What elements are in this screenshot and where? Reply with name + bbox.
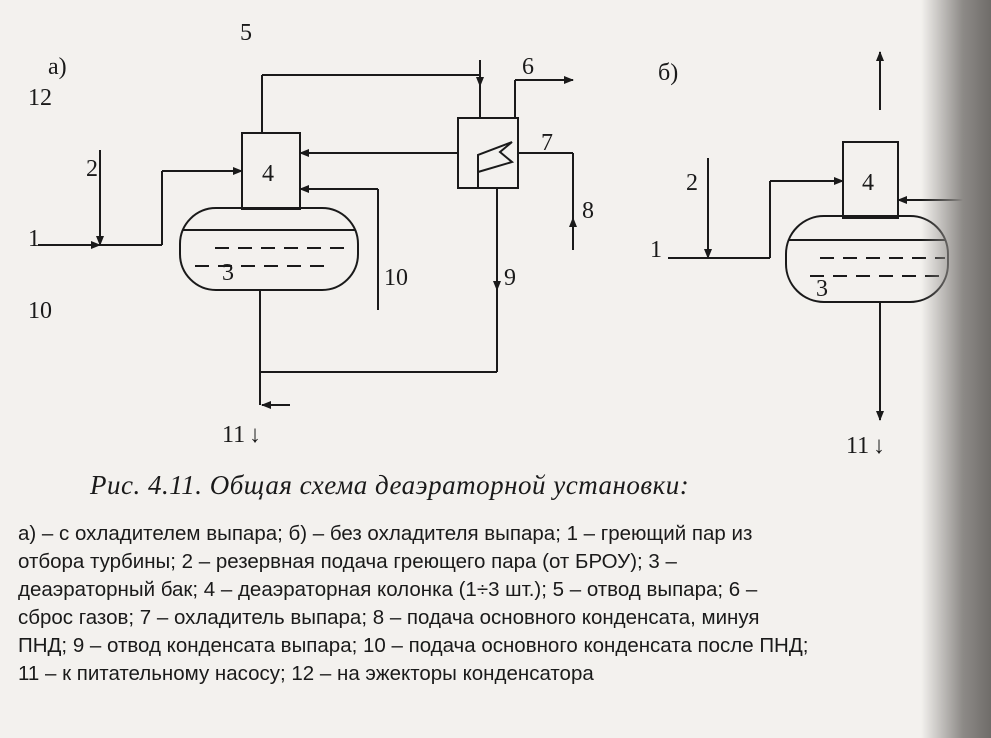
label-a-10-left: 10: [28, 298, 52, 324]
label-a-7: 7: [541, 130, 553, 156]
label-b-4: 4: [862, 170, 874, 196]
label-a-2: 2: [86, 156, 98, 182]
panel-a-label: а): [48, 54, 67, 80]
legend-line: 11 – к питательному насосу; 12 – на эжек…: [18, 662, 594, 685]
label-a-6: 6: [522, 54, 534, 80]
label-b-2: 2: [686, 170, 698, 196]
label-a-3: 3: [222, 260, 234, 286]
legend-line: деаэраторный бак; 4 – деаэраторная колон…: [18, 578, 758, 601]
label-b-11: 11: [846, 433, 869, 459]
legend-line: отбора турбины; 2 – резервная подача гре…: [18, 550, 677, 573]
down-arrow-icon: ↓: [249, 422, 261, 448]
label-a-12: 12: [28, 85, 52, 111]
label-b-3: 3: [816, 276, 828, 302]
panel-b-label: б): [658, 60, 678, 86]
figure-legend: а) – с охладителем выпара; б) – без охла…: [18, 520, 940, 688]
label-a-11: 11: [222, 422, 245, 448]
down-arrow-icon: ↓: [873, 433, 885, 459]
legend-line: сброс газов; 7 – охладитель выпара; 8 – …: [18, 606, 760, 629]
label-a-1: 1: [28, 226, 40, 252]
page-edge-shadow: [921, 0, 991, 738]
cooler-7-a: [457, 117, 519, 189]
deaerator-diagram: а) 12 5 6 2 4 7 8 1 3 10 9 10 11 ↓ б) 2 …: [28, 20, 966, 459]
label-a-4: 4: [262, 161, 274, 187]
legend-line: ПНД; 9 – отвод конденсата выпара; 10 – п…: [18, 634, 809, 657]
label-a-9: 9: [504, 265, 516, 291]
label-b-1: 1: [650, 237, 662, 263]
figure-caption: Рис. 4.11. Общая схема деаэраторной уста…: [90, 470, 690, 500]
legend-line: а) – с охладителем выпара; б) – без охла…: [18, 522, 753, 545]
label-a-5: 5: [240, 20, 252, 46]
label-a-10: 10: [384, 265, 408, 291]
label-a-8: 8: [582, 198, 594, 224]
